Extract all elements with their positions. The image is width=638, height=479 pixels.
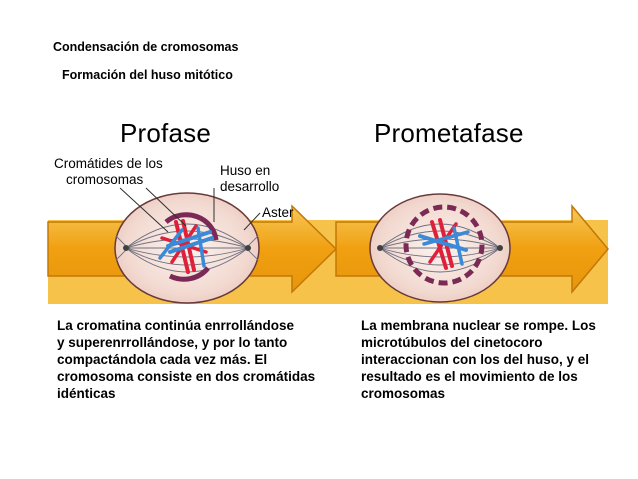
nuclear-envelope (164, 212, 219, 241)
description-line: resultado es el movimiento de los (361, 369, 578, 384)
description-line: microtúbulos del cinetocoro (361, 335, 543, 350)
fragmented-envelope (403, 204, 485, 286)
profase-cell (114, 187, 261, 304)
aster-right (497, 245, 503, 251)
stage-title-prometafase: Prometafase (374, 118, 524, 148)
label-pointers (119, 187, 261, 233)
description-line: La cromatina continúa enrrollándose (57, 318, 295, 333)
chromatids-2 (418, 218, 470, 270)
description-line: interaccionan con los del huso, y el (361, 352, 590, 367)
description-line: La membrana nuclear se rompe. Los (361, 318, 596, 333)
description-line: cromosomas (361, 386, 446, 401)
description-prometafase: La membrana nuclear se rompe. Los microt… (361, 317, 596, 402)
label-cromatides-2: cromosomas (66, 172, 144, 187)
aster (123, 245, 251, 251)
prometafase-cell (369, 193, 511, 303)
stage-title-profase: Profase (120, 118, 212, 148)
aster-left (377, 245, 383, 251)
header-line-2: Formación del huso mitótico (62, 68, 233, 82)
description-profase: La cromatina continúa enrrollándose y su… (57, 317, 315, 402)
chromatids (158, 219, 214, 274)
header-line-1: Condensación de cromosomas (53, 40, 239, 54)
description-line: cromosoma consiste en dos cromátidas (57, 369, 316, 384)
label-aster: Aster (262, 205, 294, 220)
label-cromatides-1: Cromátides de los (54, 156, 163, 171)
description-line: idénticas (57, 386, 116, 401)
label-huso-2: desarrollo (220, 179, 280, 194)
description-line: y superenrrollándose, y por lo tanto (57, 335, 288, 350)
nuclear-envelope-lower (168, 266, 210, 282)
label-huso-1: Huso en (220, 163, 271, 178)
description-line: compactándola cada vez más. El (57, 352, 268, 367)
